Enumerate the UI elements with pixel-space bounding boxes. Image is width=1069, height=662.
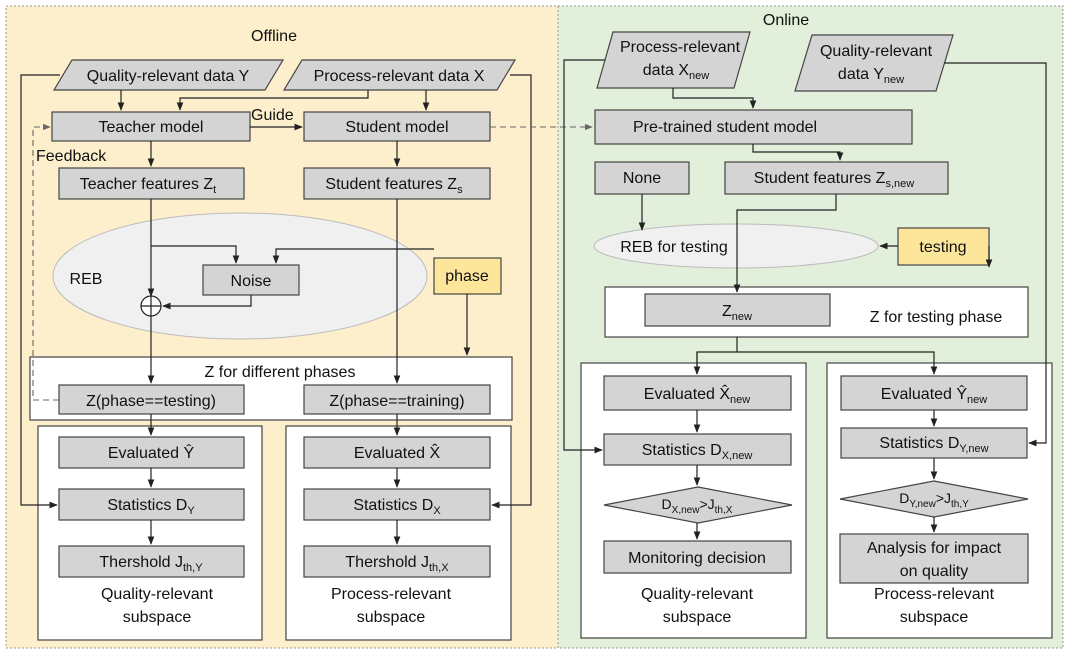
threshold-y-label: Thershold Jth,Y [99, 554, 203, 574]
offline-process-subspace-label-1: Process-relevant [331, 586, 452, 603]
offline-connectors [20, 74, 593, 545]
online-title: Online [763, 12, 809, 29]
z-training-label: Z(phase==training) [329, 393, 464, 410]
guide-label: Guide [251, 107, 294, 124]
statistics-dy-label: Statistics DY [107, 497, 195, 517]
online-quality-subspace-label-1: Quality-relevant [641, 586, 754, 603]
offline-title: Offline [251, 28, 297, 45]
online-process-subspace-label-1: Process-relevant [874, 586, 995, 603]
offline-process-subspace-label-2: subspace [357, 609, 426, 626]
process-data-xnew-label-1: Process-relevant [620, 39, 741, 56]
evaluated-x-node [303, 436, 491, 469]
evaluated-x-label: Evaluated X̂ [354, 442, 441, 462]
quality-data-ynew-node [794, 34, 954, 92]
reb-testing-label: REB for testing [620, 239, 728, 256]
phase-label: phase [445, 268, 489, 285]
monitoring-decision-label: Monitoring decision [628, 550, 766, 567]
z-phases-label: Z for different phases [205, 364, 356, 381]
threshold-x-node [303, 545, 491, 578]
process-data-x-label: Process-relevant data X [314, 68, 485, 85]
z-new-label: Znew [722, 303, 752, 323]
impact-analysis-label-1: Analysis for impact [867, 540, 1002, 557]
online-connectors [563, 59, 1047, 540]
online-quality-subspace-label-2: subspace [663, 609, 732, 626]
student-model-label: Student model [345, 119, 448, 136]
student-features-label: Student features Zs [325, 176, 463, 196]
z-testing-phase-label: Z for testing phase [870, 309, 1003, 326]
statistics-dynew-label: Statistics DY,new [879, 435, 988, 455]
evaluated-xnew-label: Evaluated X̂new [644, 383, 751, 406]
online-process-subspace-label-2: subspace [900, 609, 969, 626]
teacher-features-label: Teacher features Zt [80, 176, 216, 196]
none-label: None [623, 170, 661, 187]
process-data-xnew-node [596, 31, 751, 89]
quality-data-ynew-label-2: data Ynew [838, 66, 904, 86]
quality-data-y-label: Quality-relevant data Y [87, 68, 250, 85]
statistics-dy-node [58, 488, 245, 521]
student-features-node [303, 167, 491, 200]
reb-testing-ellipse [593, 223, 879, 269]
condition-x-node [603, 486, 793, 524]
quality-data-y-node [52, 59, 285, 91]
z-testing-label: Z(phase==testing) [86, 393, 216, 410]
process-data-xnew-label-2: data Xnew [643, 62, 710, 82]
testing-label: testing [919, 239, 966, 256]
teacher-model-label: Teacher model [99, 119, 204, 136]
noise-node [202, 264, 300, 296]
evaluated-xnew-node [603, 375, 792, 411]
evaluated-ynew-node [840, 375, 1028, 411]
offline-quality-subspace-label-1: Quality-relevant [101, 586, 214, 603]
monitoring-decision-node [603, 540, 792, 574]
noise-label: Noise [231, 273, 272, 290]
student-features-new-label: Student features Zs,new [754, 170, 914, 190]
pretrained-student-label: Pre-trained student model [633, 119, 817, 136]
feedback-label: Feedback [36, 148, 107, 165]
statistics-dx-node [303, 488, 491, 521]
reb-label: REB [70, 271, 103, 288]
z-new-node [644, 293, 831, 327]
statistics-dynew-node [840, 427, 1028, 459]
impact-analysis-node [839, 533, 1029, 584]
statistics-dxnew-node [603, 433, 792, 466]
threshold-y-node [58, 545, 245, 578]
statistics-dx-label: Statistics DX [353, 497, 441, 517]
evaluated-ynew-label: Evaluated Ŷnew [881, 384, 988, 406]
impact-analysis-label-2: on quality [900, 563, 969, 580]
quality-data-ynew-label-1: Quality-relevant [820, 43, 933, 60]
condition-y-label: DY,new>Jth,Y [899, 490, 969, 510]
testing-node [897, 227, 990, 266]
evaluated-y-label: Evaluated Ŷ [108, 443, 195, 462]
offline-quality-subspace-label-2: subspace [123, 609, 192, 626]
threshold-x-label: Thershold Jth,X [345, 554, 449, 574]
condition-x-label: DX,new>Jth,X [662, 496, 733, 516]
student-features-new-node [724, 161, 949, 195]
statistics-dxnew-label: Statistics DX,new [642, 442, 753, 462]
process-data-x-node [282, 59, 517, 91]
pretrained-student-node [594, 109, 913, 145]
phase-node [433, 257, 502, 295]
evaluated-y-node [58, 436, 245, 469]
sum-plus-icon [141, 296, 161, 316]
